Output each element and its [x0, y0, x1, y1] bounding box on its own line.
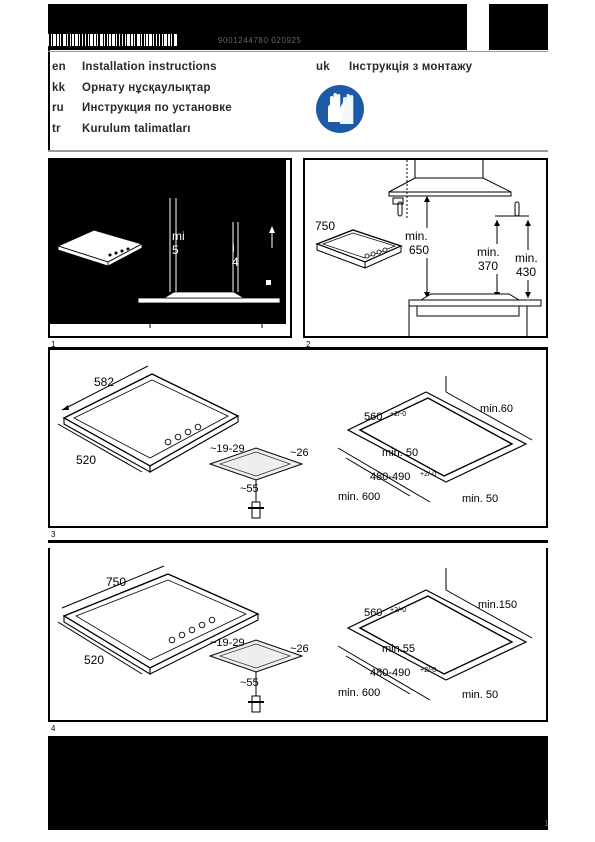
fig4-cut-depth: 480-490: [370, 667, 410, 679]
fig2-min-1: min.: [405, 229, 428, 243]
fig4-cut-width-tol: +2/-0: [390, 607, 406, 614]
figure-3-label: 3: [51, 530, 56, 539]
fig1-label-4: 4: [232, 255, 239, 269]
lang-code-kk: kk: [52, 82, 66, 94]
figure-3-bottombar: [48, 540, 548, 543]
lang-title-en: Installation instructions: [82, 61, 217, 73]
fig2-v3: 430: [516, 265, 536, 279]
lang-title-uk: Інструкція з монтажу: [349, 61, 473, 73]
lang-title-kk: Орнату нұсқаулықтар: [82, 82, 211, 94]
fig2-min-2: min.: [477, 245, 500, 259]
fig4-min-wall: min. 600: [338, 687, 380, 699]
fig4-clamp: ~55: [240, 677, 259, 689]
fig2-v1: 650: [409, 243, 429, 257]
fig3-cut-width-tol: +2/-0: [390, 411, 406, 418]
figure-4-drawing: 750 520 ~19-29 ~26 ~55 560 +2/-0 min.150…: [57, 565, 533, 713]
fig4-min-back: min.150: [478, 599, 517, 611]
lang-code-tr: tr: [52, 123, 61, 135]
protective-gloves-icon: [316, 85, 364, 133]
figure-4-label: 4: [51, 724, 56, 733]
fig3-min-side: min. 50: [382, 447, 418, 459]
figure-3-drawing: 582 520 ~19-29 ~26 ~55 560 +2/-0 min.60 …: [57, 365, 533, 519]
fig3-cut-depth-tol: +2/-0: [420, 471, 436, 478]
fig3-edge: ~26: [290, 447, 309, 459]
lang-title-tr: Kurulum talimatları: [82, 123, 191, 135]
lang-code-ru: ru: [52, 102, 64, 114]
serial-number: 9001244780 020925: [218, 36, 302, 45]
fig1-label-i: i: [232, 241, 235, 255]
fig3-width: 582: [94, 375, 114, 389]
left-black-strip: [48, 50, 50, 150]
fig3-min-wall: min. 600: [338, 491, 380, 503]
figure-2-drawing: 750 min. 650 min. 370 min. 430: [315, 160, 545, 336]
fig4-width: 750: [106, 575, 126, 589]
fig3-min-back: min.60: [480, 403, 513, 415]
header-black-block: [489, 4, 548, 50]
fig1-label-5: 5: [172, 243, 179, 257]
barcode: [48, 34, 177, 46]
figure-1-drawing: mi 5 i 4: [50, 160, 290, 336]
fig4-depth: 520: [84, 653, 104, 667]
fig3-min-front: min. 50: [462, 493, 498, 505]
page-number: 1: [544, 819, 549, 828]
lang-title-ru: Инструкция по установке: [82, 102, 232, 114]
lang-code-uk: uk: [316, 61, 330, 73]
figure-3-topbar: [48, 347, 548, 350]
fig2-width: 750: [315, 219, 335, 233]
lang-code-en: en: [52, 61, 66, 73]
fig3-cut-depth: 480-490: [370, 471, 410, 483]
fig3-depth: 520: [76, 453, 96, 467]
fig4-thickness: ~19-29: [210, 637, 245, 649]
header-rule-bottom: [48, 150, 548, 152]
fig4-cut-depth-tol: +2/-0: [420, 667, 436, 674]
figure-1-label: 1: [51, 340, 56, 349]
fig2-min-3: min.: [515, 251, 538, 265]
fig1-label-mi: mi: [172, 229, 185, 243]
fig4-edge: ~26: [290, 643, 309, 655]
fig3-clamp: ~55: [240, 483, 259, 495]
fig4-min-side: min.55: [382, 643, 415, 655]
fig3-cut-width: 560: [364, 411, 382, 423]
fig2-v2: 370: [478, 259, 498, 273]
header-rule: [48, 51, 548, 52]
footer-black-block: [48, 736, 548, 830]
figure-2-label: 2: [306, 340, 311, 349]
fig3-thickness: ~19-29: [210, 443, 245, 455]
fig4-cut-width: 560: [364, 607, 382, 619]
fig4-min-front: min. 50: [462, 689, 498, 701]
header-black-bar: [48, 4, 467, 50]
